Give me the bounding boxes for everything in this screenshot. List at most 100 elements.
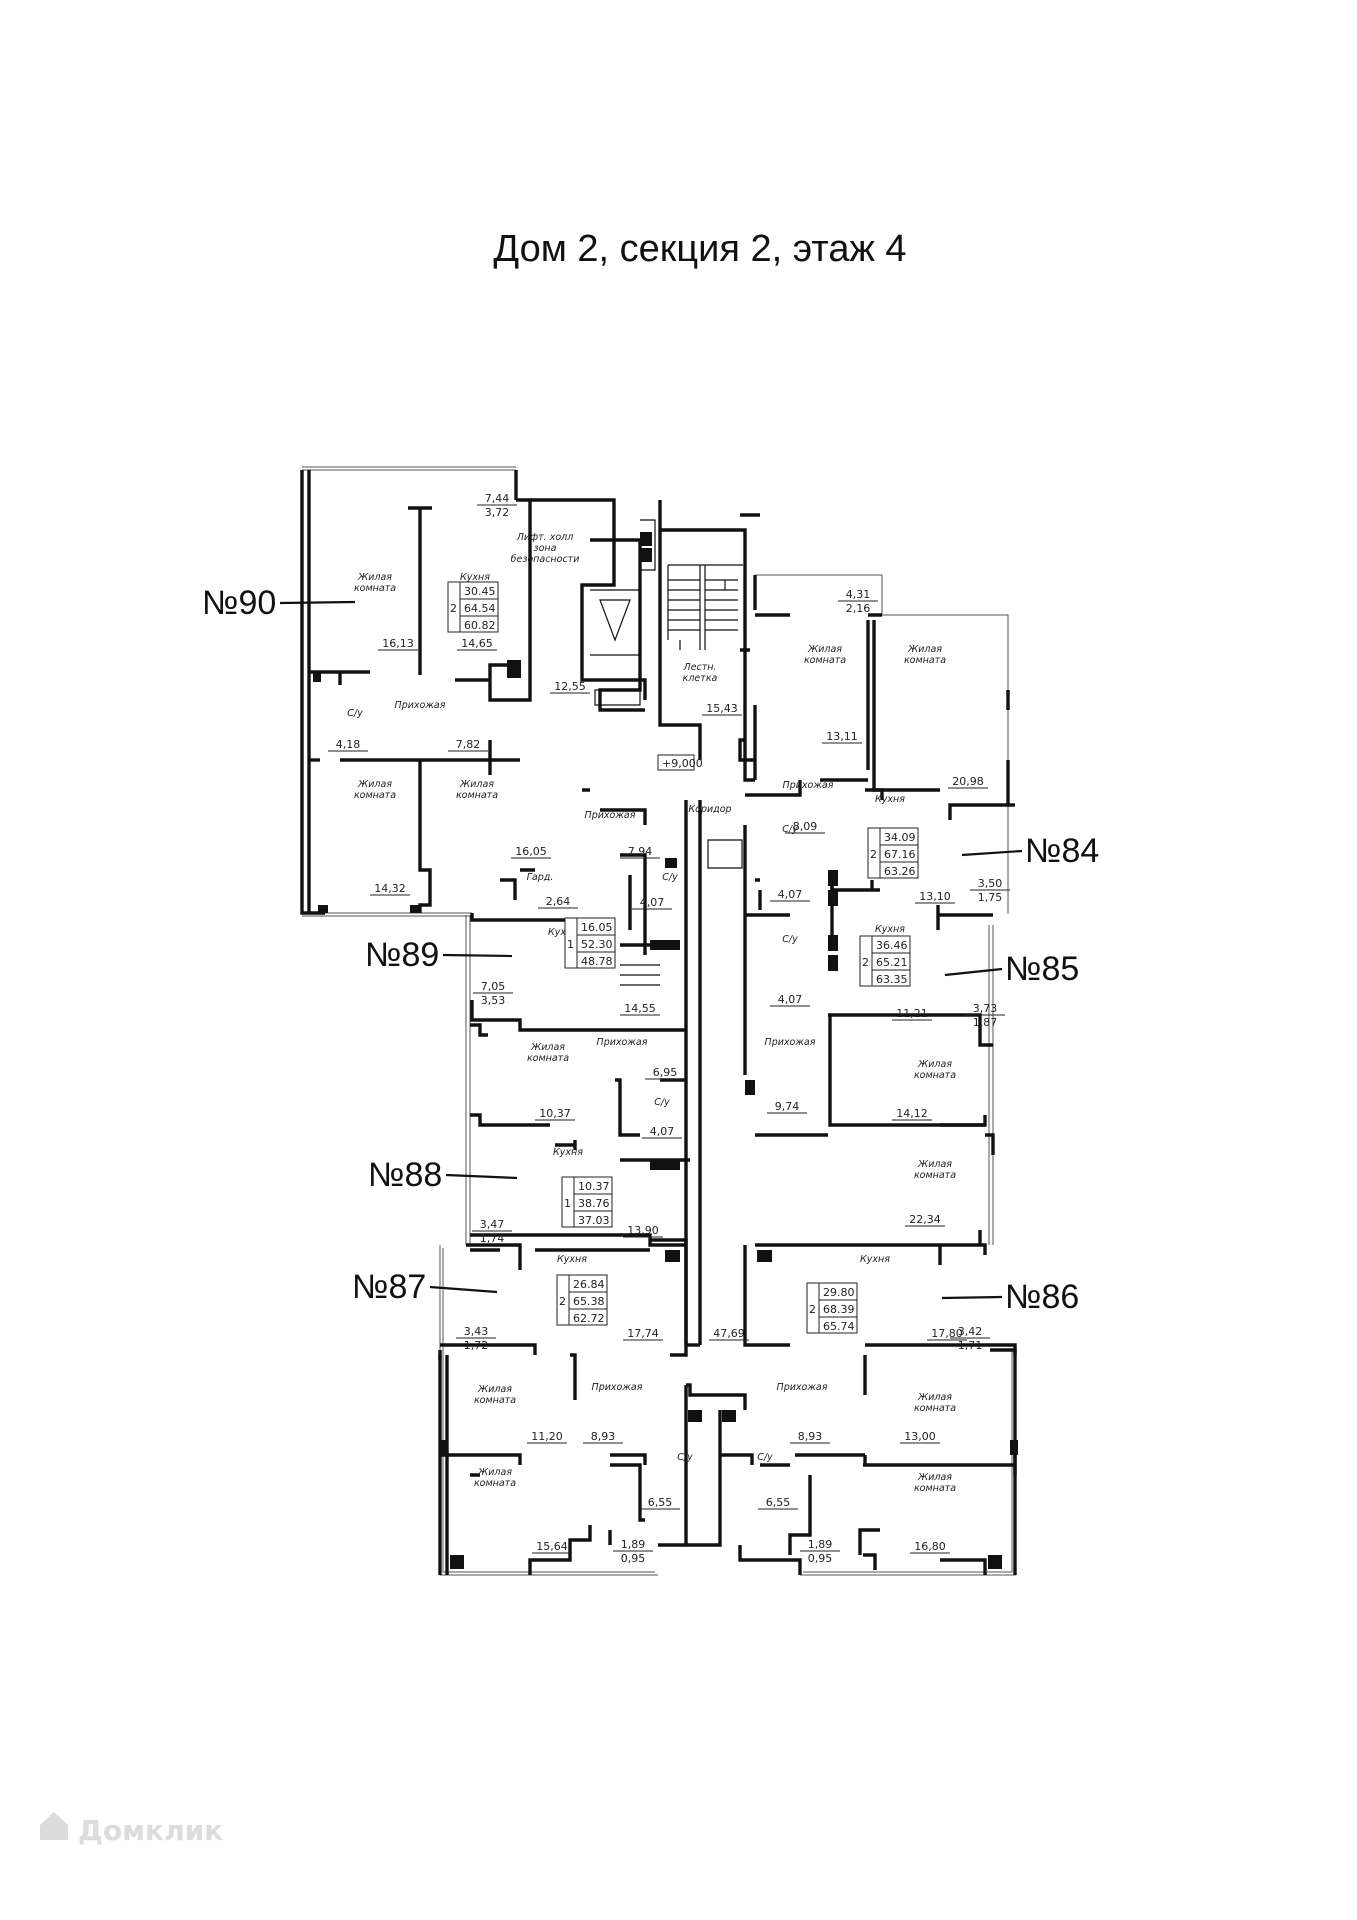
room-label-line: комната bbox=[804, 655, 846, 666]
room-label-line: Жилая bbox=[477, 1384, 512, 1395]
room-label-line: Кухня bbox=[460, 572, 490, 583]
area-box-frame bbox=[561, 1176, 613, 1228]
room-label: С/у bbox=[782, 824, 798, 835]
apartment-number-apt-90: №90 bbox=[202, 584, 276, 622]
room-label: С/у bbox=[782, 934, 798, 945]
room-label: С/у bbox=[347, 708, 363, 719]
area-value: 14,12 bbox=[896, 1107, 928, 1120]
room-label: Коридор bbox=[688, 804, 731, 815]
room-label-line: С/у bbox=[677, 1452, 693, 1463]
walls bbox=[300, 470, 1017, 1575]
room-label-line: комната bbox=[904, 655, 946, 666]
page-title: Дом 2, секция 2, этаж 4 bbox=[493, 228, 907, 270]
room-label-line: С/у bbox=[347, 708, 363, 719]
area-value: 16,05 bbox=[515, 845, 547, 858]
room-label-line: Жилая bbox=[917, 1472, 952, 1483]
room-label-line: Гард. bbox=[527, 872, 554, 883]
room-label-line: Кухня bbox=[875, 924, 905, 935]
apartment-living-area: 36.46 bbox=[876, 939, 908, 952]
room-label-line: Кухня bbox=[548, 927, 578, 938]
area-value: 11,21 bbox=[896, 1007, 928, 1020]
area-box-frame bbox=[859, 935, 911, 987]
area-value: 4,31 bbox=[846, 588, 871, 601]
room-label-line: Прихожая bbox=[597, 1037, 648, 1048]
room-count: 2 bbox=[809, 1303, 816, 1316]
area-value: 14,65 bbox=[461, 637, 493, 650]
area-value: 16,13 bbox=[382, 637, 414, 650]
room-label: Прихожая bbox=[395, 700, 446, 711]
area-under-value: 0,95 bbox=[808, 1552, 833, 1565]
room-label: Прихожая bbox=[783, 780, 834, 791]
room-label-line: комната bbox=[527, 1053, 569, 1064]
apartment-living-area: 26.84 bbox=[573, 1278, 605, 1291]
area-value: 9,74 bbox=[775, 1100, 800, 1113]
room-label-line: Жилая bbox=[917, 1392, 952, 1403]
room-label-line: комната bbox=[354, 790, 396, 801]
room-label: Кухня bbox=[557, 1254, 587, 1265]
room-label: Прихожая bbox=[597, 1037, 648, 1048]
area-value: 8,93 bbox=[591, 1430, 616, 1443]
room-label: Кухня bbox=[460, 572, 490, 583]
area-value: 3,73 bbox=[973, 1002, 998, 1015]
apartment-leader-line bbox=[279, 600, 356, 605]
room-label: Кухня bbox=[875, 924, 905, 935]
area-value: 13,10 bbox=[919, 890, 951, 903]
room-label-line: Прихожая bbox=[765, 1037, 816, 1048]
apartment-leader-line bbox=[941, 1295, 1003, 1300]
area-box-frame bbox=[806, 1282, 858, 1334]
room-label-line: Коридор bbox=[688, 804, 731, 815]
apartment-total-area: 64.54 bbox=[464, 602, 496, 615]
room-label-line: зона bbox=[534, 543, 557, 554]
area-value: 17,74 bbox=[627, 1327, 659, 1340]
room-label-line: Кухня bbox=[553, 1147, 583, 1158]
area-value: 15,64 bbox=[536, 1540, 568, 1553]
apartment-area-area: 48.78 bbox=[581, 955, 613, 968]
room-label-line: Прихожая bbox=[585, 810, 636, 821]
area-under-value: 1,75 bbox=[978, 891, 1003, 904]
level-mark-text: +9,000 bbox=[662, 757, 703, 770]
apartment-area-area: 63.35 bbox=[876, 973, 908, 986]
apartment-total-area: 65.21 bbox=[876, 956, 908, 969]
stair-and-lift bbox=[590, 519, 743, 986]
room-label-line: Жилая bbox=[917, 1059, 952, 1070]
apartment-number-apt-89: №89 bbox=[365, 936, 439, 974]
area-box-frame bbox=[447, 581, 499, 633]
apartment-total-area: 68.39 bbox=[823, 1303, 855, 1316]
room-label: Прихожая bbox=[592, 1382, 643, 1393]
room-label-line: Жилая bbox=[530, 1042, 565, 1053]
room-label-line: комната bbox=[914, 1070, 956, 1081]
room-label: Гард. bbox=[527, 872, 554, 883]
watermark: Домклик bbox=[40, 1812, 223, 1847]
room-label-line: Жилая bbox=[357, 572, 392, 583]
area-value: 13,00 bbox=[904, 1430, 936, 1443]
area-value: 20,98 bbox=[952, 775, 984, 788]
area-value: 3,47 bbox=[480, 1218, 505, 1231]
area-value: 10,37 bbox=[539, 1107, 571, 1120]
apartment-number-apt-85: №85 bbox=[1005, 950, 1079, 988]
room-label-line: Лифт. холл bbox=[516, 532, 574, 543]
room-label-line: С/у bbox=[782, 824, 798, 835]
apartment-leader-line bbox=[445, 1173, 518, 1180]
area-value: 1,89 bbox=[808, 1538, 833, 1551]
apartment-area-boxes: 230.4564.5460.82116.0552.3048.78110.3738… bbox=[447, 581, 919, 1334]
area-value: 7,05 bbox=[481, 980, 506, 993]
room-label-line: безопасности bbox=[511, 554, 580, 565]
area-value: 4,07 bbox=[778, 888, 803, 901]
room-label: Кухня bbox=[860, 1254, 890, 1265]
room-label-line: комната bbox=[914, 1170, 956, 1181]
room-label-line: С/у bbox=[757, 1452, 773, 1463]
apartment-total-area: 38.76 bbox=[578, 1197, 610, 1210]
apartment-living-area: 29.80 bbox=[823, 1286, 855, 1299]
area-value: 4,07 bbox=[640, 896, 665, 909]
area-value: 15,43 bbox=[706, 702, 738, 715]
room-label: Лестн.клетка bbox=[683, 662, 718, 684]
room-label-line: клетка bbox=[683, 673, 718, 684]
apartment-living-area: 34.09 bbox=[884, 831, 916, 844]
